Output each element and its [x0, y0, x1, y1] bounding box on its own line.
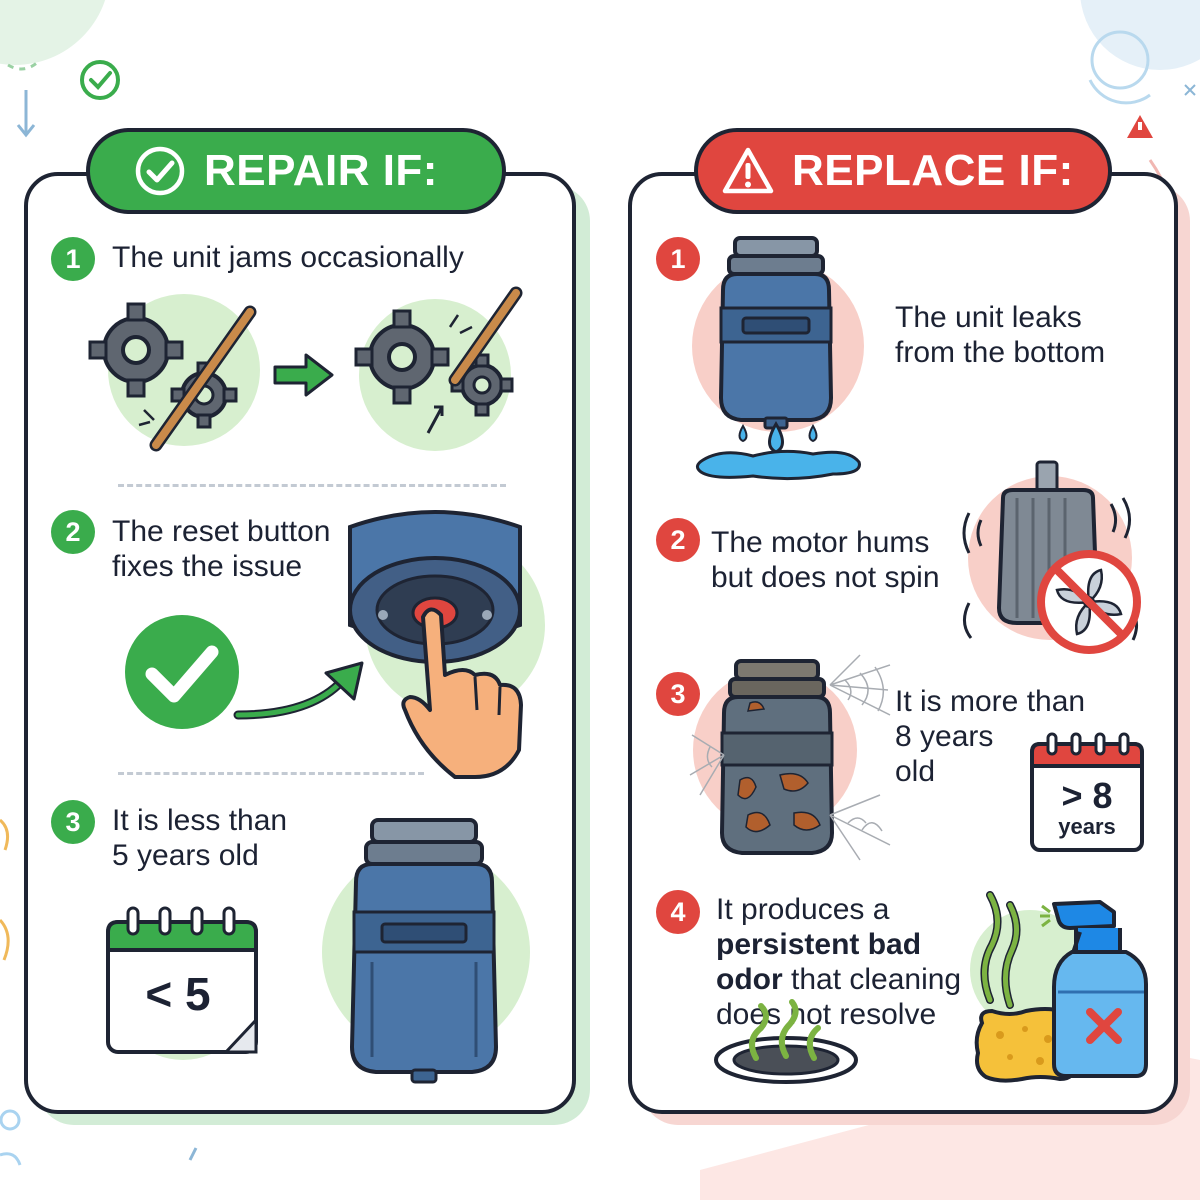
check-circle-icon [135, 146, 185, 196]
replace-item-3-badge: 3 [656, 672, 700, 716]
replace-item-4-line-2: persistent bad [716, 928, 922, 961]
calendar-label: < 5 [145, 968, 210, 1020]
repair-banner: REPAIR IF: [86, 128, 506, 214]
replace-item-4-line-3: that cleaning [782, 963, 962, 996]
replace-item-3-line-3: old [895, 755, 936, 788]
replace-item-1-text: The unit leaks from the bottom [895, 300, 1105, 370]
repair-item-3-line-1: It is less than [112, 804, 288, 837]
replace-item-4-text: It produces a persistent bad odor that c… [716, 892, 961, 1032]
repair-divider-1 [118, 484, 506, 487]
replace-item-1-line-2: from the bottom [895, 336, 1106, 369]
replace-item-1-badge: 1 [656, 237, 700, 281]
replace-item-4-line-1: It produces a [716, 893, 890, 926]
repair-item-1-text: The unit jams occasionally [112, 240, 464, 275]
repair-heading: REPAIR IF: [204, 146, 438, 195]
disposal-unit-icon [322, 818, 530, 1084]
repair-item-2-line-2: fixes the issue [112, 550, 303, 583]
replace-item-3-text: It is more than 8 years old [895, 684, 1085, 789]
replace-item-4-odor: odor [716, 963, 783, 996]
repair-item-3-line-2: 5 years old [112, 839, 259, 872]
replace-item-2-badge: 2 [656, 518, 700, 562]
replace-item-3-line-2: 8 years [895, 720, 994, 753]
replace-item-4-line-4: does not resolve [716, 998, 937, 1031]
odor-drain-icon [714, 999, 858, 1084]
warning-triangle-icon [722, 147, 774, 194]
curved-arrow-icon [233, 661, 364, 720]
replace-banner: REPLACE IF: [694, 128, 1112, 214]
calendar-label: > 8 [1061, 775, 1112, 816]
repair-item-3-badge: 3 [51, 800, 95, 844]
repair-item-2-text: The reset button fixes the issue [112, 514, 330, 584]
calendar-icon: < 5 [106, 906, 258, 1060]
reset-button-press-icon [348, 510, 545, 779]
replace-item-3-line-1: It is more than [895, 685, 1086, 718]
replace-item-2-line-2: but does not spin [711, 561, 940, 594]
replace-item-1-line-1: The unit leaks [895, 301, 1082, 334]
replace-item-4-badge: 4 [656, 890, 700, 934]
leaking-disposal-icon [692, 236, 864, 481]
repair-item-1-badge: 1 [51, 237, 95, 281]
checkmark-circle-icon [125, 615, 239, 729]
jammed-gears-icon [88, 294, 260, 452]
calendar-sublabel: years [1058, 814, 1116, 839]
freed-gears-icon [354, 286, 523, 451]
repair-item-3-text: It is less than 5 years old [112, 803, 287, 873]
arrow-right-icon [273, 353, 334, 397]
replace-heading: REPLACE IF: [792, 146, 1074, 195]
calendar-icon: > 8 years [1030, 732, 1144, 852]
repair-item-2-badge: 2 [51, 510, 95, 554]
no-spin-icon [1037, 550, 1141, 654]
repair-divider-2 [118, 772, 424, 775]
replace-item-2-text: The motor hums but does not spin [711, 525, 940, 595]
rusty-disposal-icon [689, 654, 891, 861]
spray-bottle-icon [1040, 900, 1148, 1078]
sponge-icon [974, 1007, 1079, 1083]
repair-item-2-line-1: The reset button [112, 515, 331, 548]
replace-item-2-line-1: The motor hums [711, 526, 930, 559]
repair-item-1-line-1: The unit jams occasionally [112, 241, 464, 274]
